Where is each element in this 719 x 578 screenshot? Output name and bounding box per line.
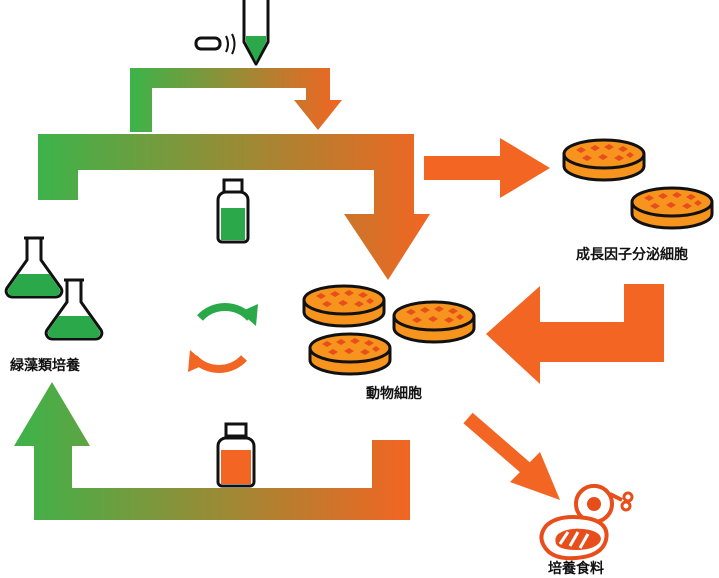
cultured-food-label: 培養食料 bbox=[548, 561, 604, 577]
animal-cells-label: 動物細胞 bbox=[366, 386, 422, 402]
syringe-icon bbox=[194, 0, 270, 66]
growth-factor-petri-dishes bbox=[562, 138, 714, 230]
growth-factor-cells-label: 成長因子分泌細胞 bbox=[576, 247, 688, 263]
steak-icon bbox=[539, 515, 609, 561]
to-growth-factor-arrow bbox=[424, 138, 550, 198]
animal-cells-petri-dishes bbox=[302, 284, 476, 376]
to-food-arrow bbox=[463, 412, 560, 500]
green-medium-bottle-icon bbox=[216, 178, 250, 244]
flask-icon bbox=[4, 236, 104, 341]
growth-factor-to-cells-arrow bbox=[486, 284, 664, 384]
algae-culture-label: 緑藻類培養 bbox=[10, 358, 80, 374]
top-flow-arrow bbox=[130, 68, 342, 132]
meat-icon bbox=[573, 483, 634, 524]
recycle-arrows-icon bbox=[188, 303, 258, 373]
cells-to-algae-arrow bbox=[14, 382, 410, 520]
algae-to-cells-arrow bbox=[38, 134, 430, 280]
orange-medium-bottle-icon bbox=[216, 422, 256, 488]
